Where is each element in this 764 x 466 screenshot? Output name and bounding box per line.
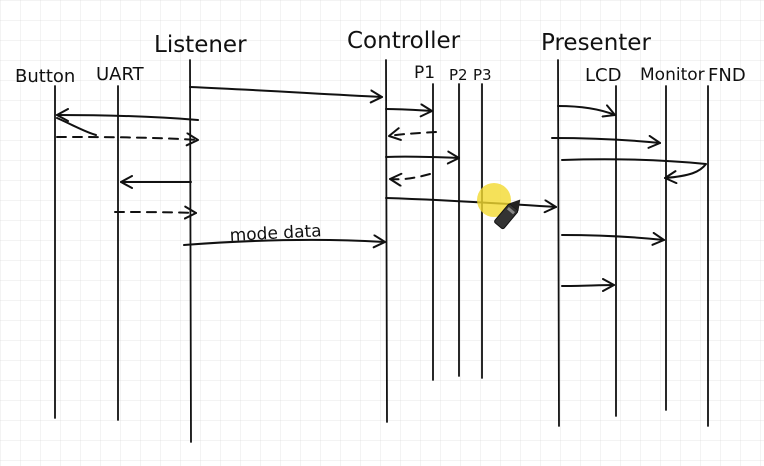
message-button-stroke: [56, 117, 97, 136]
message-p2-to-controller-dashed: [389, 172, 431, 187]
lifeline-controller: [385, 59, 388, 423]
pen-body: [494, 199, 521, 230]
participant-label-button: Button: [15, 66, 75, 87]
message-presenter-to-fnd: [561, 158, 707, 185]
participant-label-p1: P1: [414, 63, 435, 83]
message-controller-to-p1: [385, 103, 433, 118]
message-listener-to-controller: [189, 86, 383, 104]
participant-label-monitor: Monitor: [640, 65, 705, 85]
message-p1-to-controller-dashed: [388, 127, 437, 141]
group-label-listener: Listener: [154, 32, 247, 58]
pen-pointer-icon: [477, 183, 521, 230]
participant-label-uart: UART: [96, 64, 145, 85]
group-label-presenter: Presenter: [541, 30, 651, 56]
lifeline-presenter: [557, 59, 560, 427]
message-presenter-to-lcd-1: [557, 104, 616, 118]
lifeline-listener: [189, 59, 192, 443]
message-label-mode-data: mode data: [229, 221, 322, 246]
message-presenter-to-monitor-1: [551, 134, 661, 149]
message-controller-to-presenter: [385, 197, 557, 214]
message-controller-to-p2: [385, 150, 460, 165]
participant-label-p2: P2: [449, 66, 468, 84]
group-label-controller: Controller: [347, 28, 461, 54]
pointer-highlight: [477, 183, 511, 217]
message-listener-to-button: [55, 108, 199, 123]
message-uart-to-listener-dashed: [114, 205, 197, 220]
participant-label-p3: P3: [473, 66, 492, 84]
message-mode-data: [183, 234, 386, 249]
message-button-to-listener-dashed: [56, 132, 199, 147]
message-presenter-to-monitor-2: [561, 231, 665, 246]
participant-label-fnd: FND: [708, 65, 746, 86]
message-presenter-to-lcd-2: [561, 278, 615, 293]
participant-label-lcd: LCD: [585, 65, 621, 86]
